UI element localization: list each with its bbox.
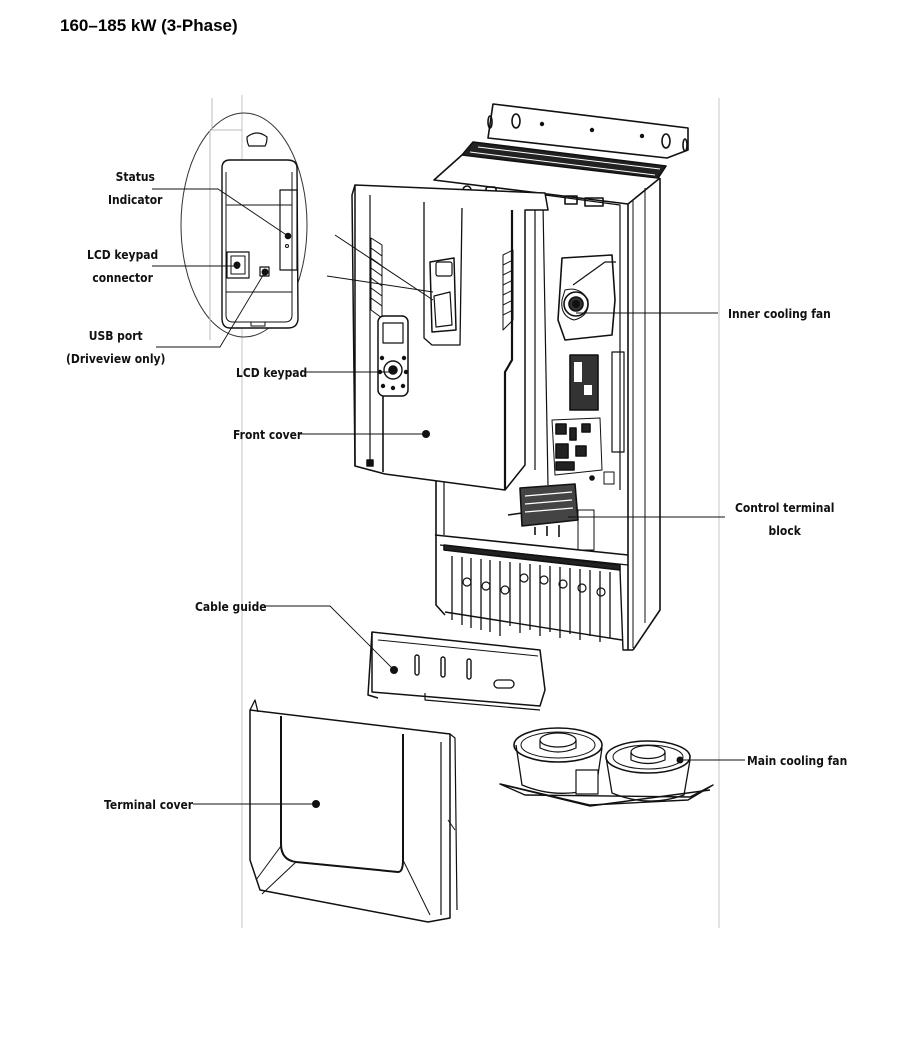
label-cable-guide: Cable guide [195, 599, 267, 614]
leader-dot-status-indicator [285, 233, 291, 239]
leader-dot-lcd-keypad [389, 366, 397, 374]
leader-dot-cable-guide [390, 666, 398, 674]
label-status-indicator: Status Indicator [108, 165, 162, 211]
leader-dot-inner-cooling-fan [572, 300, 580, 308]
label-usb-port-line1: USB port [88, 328, 143, 343]
terminal-cover-part [249, 699, 458, 923]
cable-guide-part [367, 631, 546, 711]
page-title: 160–185 kW (3-Phase) [60, 16, 238, 35]
label-usb-port: USB port (Driveview only) [66, 324, 165, 370]
label-usb-port-line2: (Driveview only) [66, 351, 166, 366]
label-status-indicator-line1: Status [115, 169, 155, 184]
leader-dot-usb-port [262, 269, 268, 275]
leader-dot-main-cooling-fan [676, 756, 684, 764]
leader-dot-terminal-cover [312, 800, 320, 808]
label-terminal-cover: Terminal cover [104, 797, 194, 812]
label-control-terminal-block: Control terminal block [735, 496, 834, 542]
label-lcd-keypad-connector-line2: connector [92, 270, 153, 285]
label-lcd-keypad-connector-line1: LCD keypad [87, 247, 159, 262]
label-status-indicator-line2: Indicator [108, 192, 163, 207]
label-control-terminal-block-line2: block [768, 523, 801, 538]
label-inner-cooling-fan: Inner cooling fan [728, 306, 831, 321]
leader-dot-lcd-keypad-connector [234, 263, 240, 269]
main-cooling-fan-part [499, 727, 714, 807]
label-main-cooling-fan: Main cooling fan [747, 753, 848, 768]
keypad-bay-inset [180, 98, 434, 340]
leader-dot-front-cover [422, 430, 430, 438]
label-front-cover: Front cover [233, 427, 303, 442]
leader-lines [152, 188, 745, 805]
label-lcd-keypad-connector: LCD keypad connector [87, 243, 158, 289]
label-lcd-keypad: LCD keypad [236, 365, 308, 380]
leader-dots [234, 233, 684, 808]
front-cover [351, 184, 549, 491]
label-control-terminal-block-line1: Control terminal [735, 500, 835, 515]
